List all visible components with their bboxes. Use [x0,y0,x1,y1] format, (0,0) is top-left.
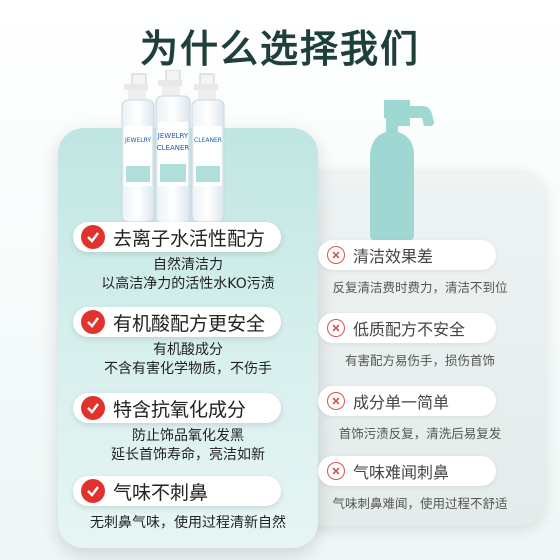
feature-desc-line: 不含有害化学物质，不伤手 [104,361,272,377]
drawback-title: 清洁效果差 [353,247,434,266]
page-title: 为什么选择我们 [139,27,420,71]
feature-title: 特含抗氧化成分 [113,398,247,421]
feature-desc-line: 无刺鼻气味，使用过程清新自然 [90,515,286,531]
feature-pill: 气味不刺鼻 [73,476,281,506]
drawback-title: 气味难闻刺鼻 [353,463,450,482]
feature-desc: 无刺鼻气味，使用过程清新自然 [58,514,318,533]
feature-desc-line: 防止饰品氧化发黑 [132,428,244,444]
feature-pill: 有机酸配方更安全 [73,307,281,337]
drawback-title: 低质配方不安全 [353,320,466,339]
drawback-pill: 低质配方不安全 [318,313,496,343]
feature-title: 气味不刺鼻 [113,481,209,504]
x-circle-icon [327,319,345,337]
drawback-desc: 首饰污渍反复，清洗后易复发 [338,426,502,441]
drawback-pill: 气味难闻刺鼻 [318,456,496,486]
drawback-desc: 有害配方易伤手，损伤首饰 [344,353,495,368]
product-label-line2-right: CLEANER [194,137,222,144]
drawback-desc: 反复清洁费时费力，清洁不到位 [332,280,508,295]
drawback-pill: 成分单一简单 [318,386,496,416]
drawback-title: 成分单一简单 [353,393,450,412]
product-label-line2: CLEANER [157,144,190,152]
feature-desc: 有机酸成分 不含有害化学物质，不伤手 [58,341,318,379]
product-label-line1-left: JEWELRY [124,137,151,144]
check-icon [81,479,105,503]
feature-desc-line: 以高洁净力的活性水KO污渍 [101,276,275,292]
feature-desc-line: 延长首饰寿命，亮洁如新 [111,447,265,463]
drawback-pill: 清洁效果差 [318,240,496,270]
drawback-desc: 气味刺鼻难闻，使用过程不舒适 [332,496,508,511]
product-bottles-image: JEWELRY CLEANER JEWELRY CLEANER [121,70,225,225]
feature-pill: 去离子水活性配方 [73,222,281,252]
feature-desc: 自然清洁力 以高洁净力的活性水KO污渍 [58,256,318,294]
feature-desc-line: 自然清洁力 [153,257,223,273]
spray-bottle-silhouette-icon [370,100,434,240]
feature-pill: 特含抗氧化成分 [73,393,281,423]
feature-title: 去离子水活性配方 [113,227,266,250]
check-icon [81,396,105,420]
feature-desc-line: 有机酸成分 [153,342,223,358]
product-label-line1: JEWELRY [157,132,189,140]
x-circle-icon [327,462,345,480]
feature-desc: 防止饰品氧化发黑 延长首饰寿命，亮洁如新 [58,427,318,465]
feature-title: 有机酸配方更安全 [113,312,266,335]
check-icon [81,310,105,334]
x-circle-icon [327,392,345,410]
check-icon [81,225,105,249]
x-circle-icon [327,246,345,264]
